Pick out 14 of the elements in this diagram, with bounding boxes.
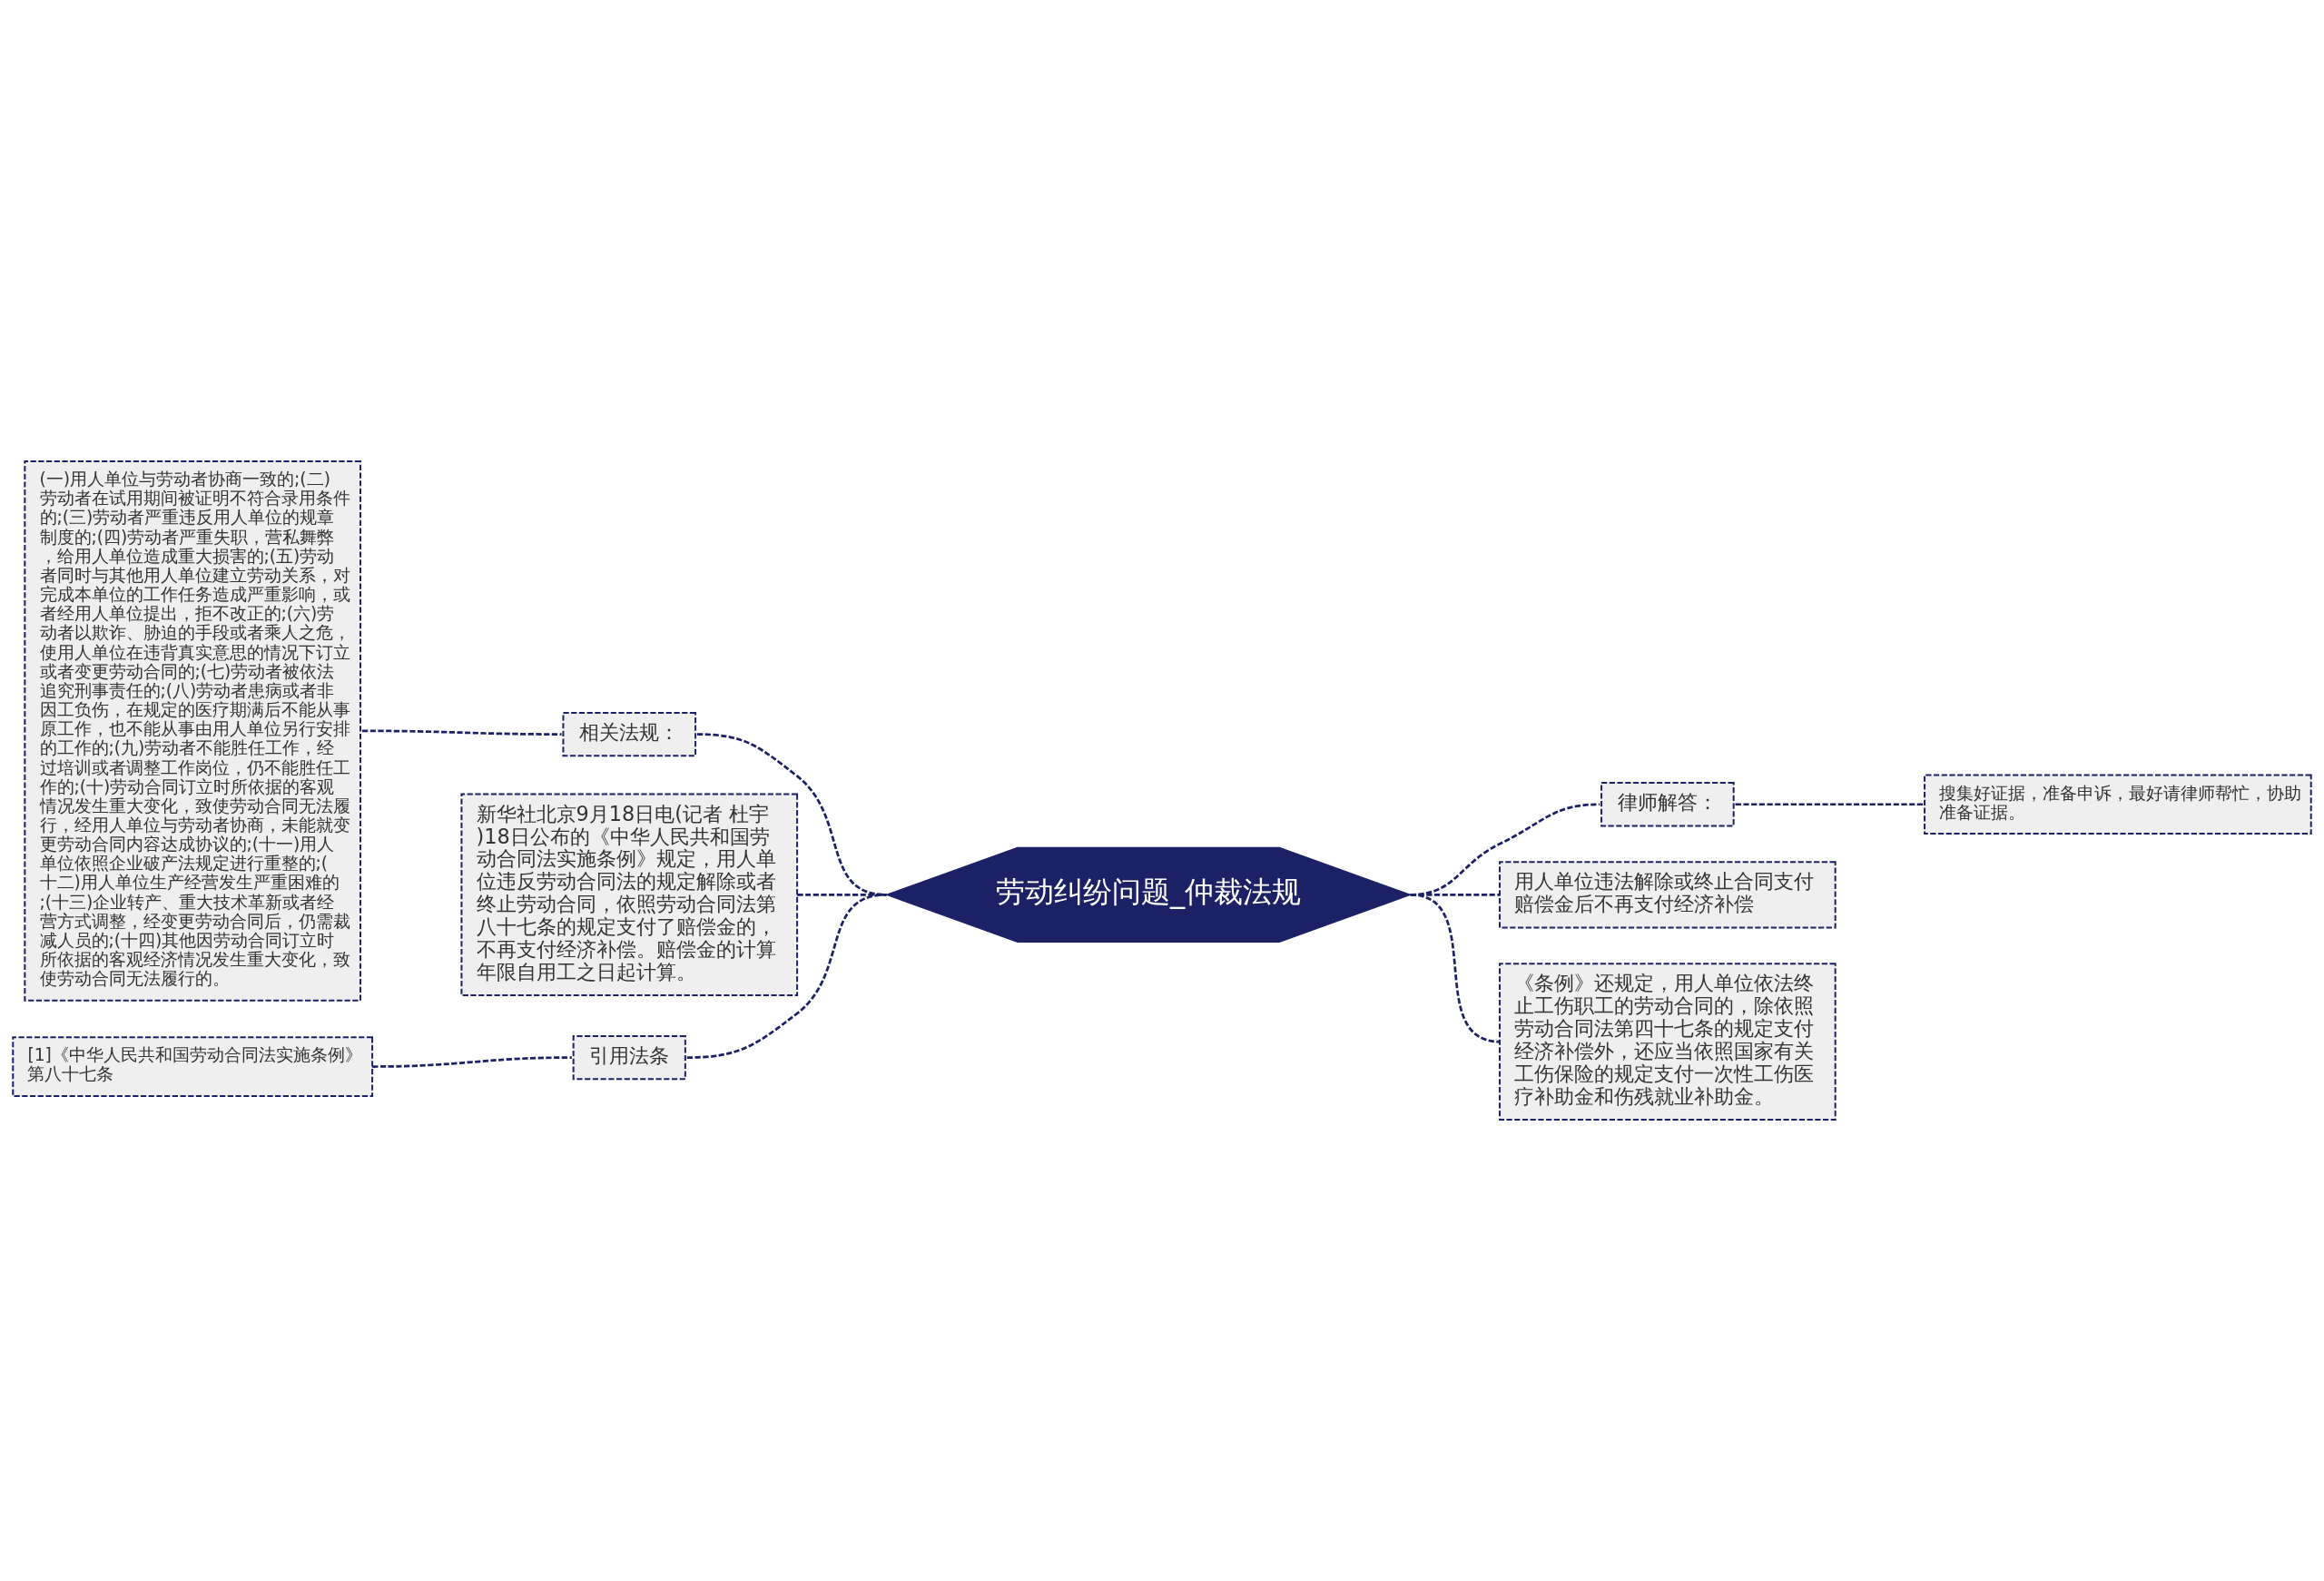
node-box: 引用法条	[572, 1034, 686, 1081]
node-box: 用人单位违法解除或终止合同支付赔偿金后不再支付经济补偿	[1499, 861, 1837, 929]
node-box: 搜集好证据，准备申诉，最好请律师帮忙，协助准备证据。	[1924, 774, 2312, 835]
node-box: [1]《中华人民共和国劳动合同法实施条例》第八十七条	[12, 1036, 374, 1097]
connector	[1735, 803, 1925, 806]
node-box: (一)用人单位与劳动者协商一致的;(二)劳动者在试用期间被证明不符合录用条件的;(三)劳动者严重违反用人单位的规章制度的;(四)劳动者严重失职，营私舞弊，给用人单位造成重大损害的;(五)劳动者同时与其他用人单位建立劳动关系，对完成本单位的工作任务造成严重影响，或者经用人单位提出，拒不改正的;(六)劳动者以欺诈、胁迫的手段或者乘人之危，使用人单位在违背真实意思的情况下订立或者变更劳动合同的;(七)劳动者被依法追究刑事责任的;(八)劳动者患病或者非因工负伤，在规定的医疗期满后不能从事原工作，也不能从事由用人单位另行安排的工作的;(九)劳动者不能胜任工作，经过培训或者调整工作岗位，仍不能胜任工作的;(十)劳动合同订立时所依据的客观情况发生重大变化，致使劳动合同无法履行，经用人单位与劳动者协商，未能就变更劳动合同内容达成协议的;(十一)用人单位依照企业破产法规定进行重整的;(十二)用人单位生产经营发生严重困难的;(十三)企业转产、重大技术革新或者经营方式调整，经变更劳动合同后，仍需裁减人员的;(十四)其他因劳动合同订立时所依据的客观经济情况发生重大变化，致使劳动合同无法履行的。	[24, 460, 361, 1002]
node-box: 《条例》还规定，用人单位依法终止工伤职工的劳动合同的，除依照劳动合同法第四十七条的规定支付经济补偿外，还应当依照国家有关工伤保险的规定支付一次性工伤医疗补助金和伤残就业补助金。	[1499, 963, 1837, 1121]
connector	[686, 893, 887, 1059]
node-box: 新华社北京9月18日电(记者 杜宇)18日公布的《中华人民共和国劳动合同法实施条例》规定，用人单位违反劳动合同法的规定解除或者终止劳动合同，依照劳动合同法第八十七条的规定支付了赔偿金的，不再支付经济补偿。赔偿金的计算年限自用工之日起计算。	[460, 793, 799, 997]
connector	[361, 729, 562, 736]
node-box: 相关法规：	[562, 711, 697, 757]
connector	[1410, 893, 1501, 1043]
connector	[372, 1056, 572, 1068]
node-box: 律师解答：	[1600, 782, 1735, 827]
